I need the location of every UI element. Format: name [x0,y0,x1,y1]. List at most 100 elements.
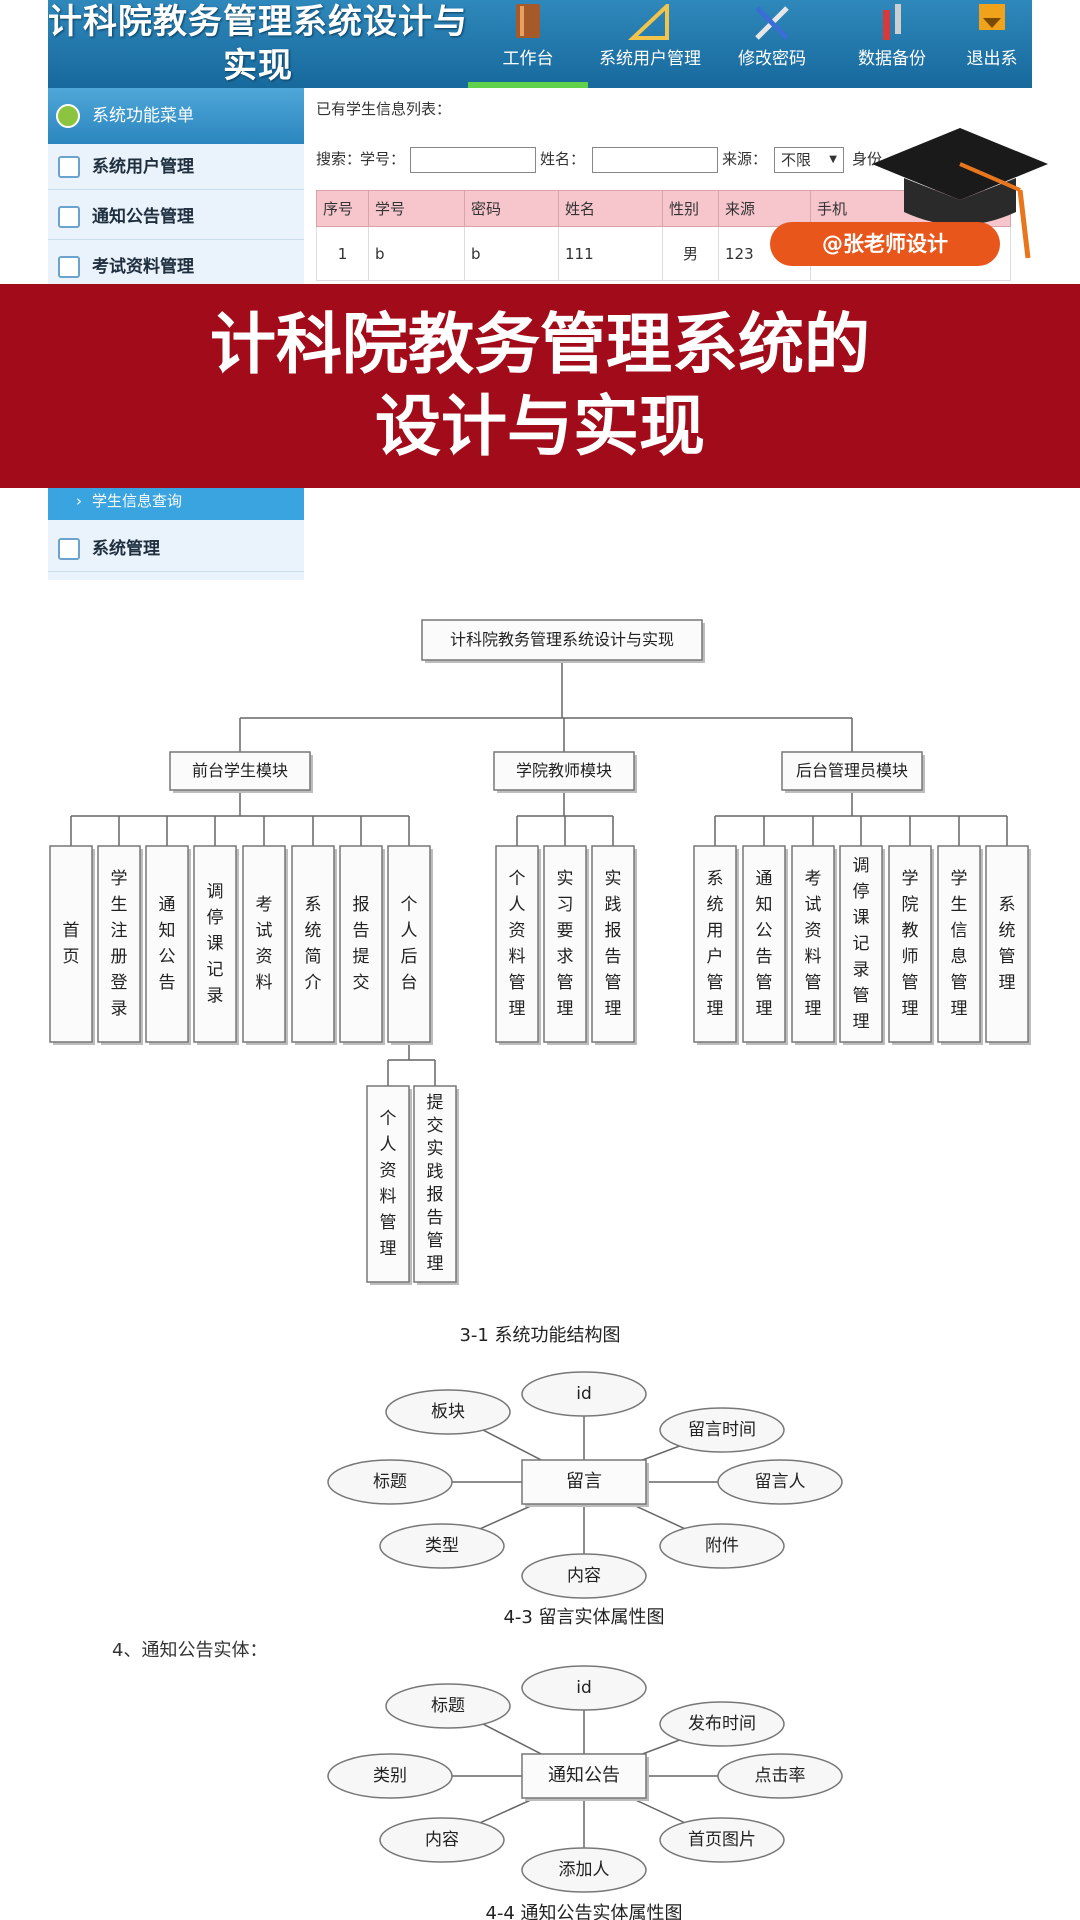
child-box [937,845,981,1043]
sidebar-sub-student-query[interactable]: 学生信息查询 [48,482,304,520]
child-label: 调停课记录管理 [852,856,870,1032]
child-box [888,845,932,1043]
module-label: 学院教师模块 [515,761,612,780]
child-label: 学生注册登录 [110,869,128,1019]
nav-label: 系统用户管理 [599,49,701,69]
nav-exit[interactable]: 退出系 [952,0,1032,88]
sidebar-item-exam-materials[interactable]: 考试资料管理 [48,244,304,290]
child-box [985,845,1029,1043]
nav-workbench[interactable]: 工作台 [468,0,588,88]
module-box [493,751,635,791]
er-message-attribute-label: 留言时间 [688,1420,756,1440]
title-banner: 计科院教务管理系统的 设计与实现 [0,284,1080,488]
wrench-icon [883,4,901,40]
child-box [339,845,383,1043]
er-notice-attribute-ellipse [379,1817,505,1863]
child-box [291,845,335,1043]
source-select[interactable]: 不限 [774,147,844,173]
list-caption: 已有学生信息列表： [316,100,452,118]
name-label: 姓名： [540,150,586,168]
sidebar-item-notices[interactable]: 通知公告管理 [48,194,304,240]
er-notice-attribute-ellipse [717,1753,843,1799]
banner-line-1: 计科院教务管理系统的 [210,306,870,383]
nav-label: 退出系 [966,49,1018,69]
backend-child-label: 提交实践报告管理 [426,1093,444,1274]
sidebar-item-system-manage[interactable]: 系统管理 [48,526,304,572]
er-notice-attribute-label: 首页图片 [688,1830,756,1850]
er-message-caption: 4-3 留言实体属性图 [503,1607,665,1628]
er-message-attribute-ellipse [385,1389,511,1435]
child-label: 学生信息管理 [950,869,968,1019]
header-bar: 计科院教务管理系统设计与实现 工作台 系统用户管理 修改密码 数据备份 [48,0,1032,88]
exit-icon [979,4,1005,30]
child-box [193,845,237,1043]
nav-system-users[interactable]: 系统用户管理 [588,0,712,88]
er-notice-attribute-ellipse [659,1701,785,1747]
module-box [781,751,923,791]
child-box [543,845,587,1043]
table-row[interactable]: 1 b b 111 男 123 [316,226,1011,281]
student-id-input[interactable] [410,147,536,173]
module-label: 后台管理员模块 [795,761,908,780]
child-box [791,845,835,1043]
child-label: 实践报告管理 [604,869,622,1019]
student-table: 序号 学号 密码 姓名 性别 来源 手机 1 b b 111 男 123 [316,190,1011,281]
backend-child-box [413,1085,457,1283]
er-notice-attribute-ellipse [385,1683,511,1729]
book-icon [516,4,540,38]
child-label: 系统用户管理 [706,869,724,1019]
table-cell: 男 [662,226,719,281]
calendar-icon [58,538,80,560]
er-notice-attribute-label: 添加人 [558,1860,610,1880]
er-message-attribute-ellipse [659,1407,785,1453]
er-notice-attribute-label: 发布时间 [688,1714,756,1734]
er-notice-attribute-label: 点击率 [754,1766,806,1786]
er-message-attribute-label: 附件 [705,1536,739,1556]
er-message-attribute-ellipse [521,1371,647,1417]
sidebar-header-label: 系统功能菜单 [92,106,194,126]
list-icon [58,156,80,178]
child-box [49,845,93,1043]
child-label: 个人后台 [400,895,418,993]
er-notice-caption: 4-4 通知公告实体属性图 [485,1903,683,1920]
er-notice-attribute-label: id [576,1678,592,1698]
name-input[interactable] [592,147,718,173]
child-box [387,845,431,1043]
er-message-attribute-label: 板块 [431,1402,465,1422]
er-notice-entity-box [521,1753,647,1799]
sidebar-header[interactable]: 系统功能菜单 [48,88,304,144]
sidebar-item-system-users[interactable]: 系统用户管理 [48,144,304,190]
sidebar-item-label: 系统用户管理 [92,157,194,177]
diagrams-canvas [49,619,1031,1893]
nav-data-backup[interactable]: 数据备份 [832,0,952,88]
search-bar: 搜索： 学号： 姓名： 来源： 不限 身份 [316,144,1032,174]
child-box [495,845,539,1043]
sidebar-item-label: 通知公告管理 [92,207,194,227]
root-box [421,619,703,661]
er-notice-entity-label: 通知公告 [548,1765,620,1786]
er-notice-attribute-ellipse [327,1753,453,1799]
module-box [169,751,311,791]
er-message-attribute-ellipse [717,1459,843,1505]
nav-label: 数据备份 [858,49,926,69]
column-header: 来源 [718,190,811,227]
banner-title: 计科院教务管理系统的 设计与实现 [0,304,1080,468]
er-message-attribute-ellipse [521,1553,647,1599]
section-heading: 4、通知公告实体： [112,1640,268,1661]
banner-line-2: 设计与实现 [375,388,705,465]
er-message-attribute-ellipse [379,1523,505,1569]
nav-change-password[interactable]: 修改密码 [712,0,832,88]
er-notice-attribute-ellipse [659,1817,785,1863]
er-notice-attribute-ellipse [521,1665,647,1711]
child-box [97,845,141,1043]
er-message-attribute-label: 类型 [425,1536,459,1556]
er-notice-attribute-ellipse [521,1847,647,1893]
child-label: 通知公告管理 [755,869,773,1019]
child-label: 系统管理 [998,895,1016,993]
child-label: 系统简介 [304,895,322,993]
main-content: 已有学生信息列表： 搜索： 学号： 姓名： 来源： 不限 身份 序号 学号 密码… [316,88,1032,580]
column-header: 学号 [368,190,465,227]
child-box [242,845,286,1043]
backend-child-label: 个人资料管理 [379,1109,397,1259]
er-message-attribute-ellipse [659,1523,785,1569]
